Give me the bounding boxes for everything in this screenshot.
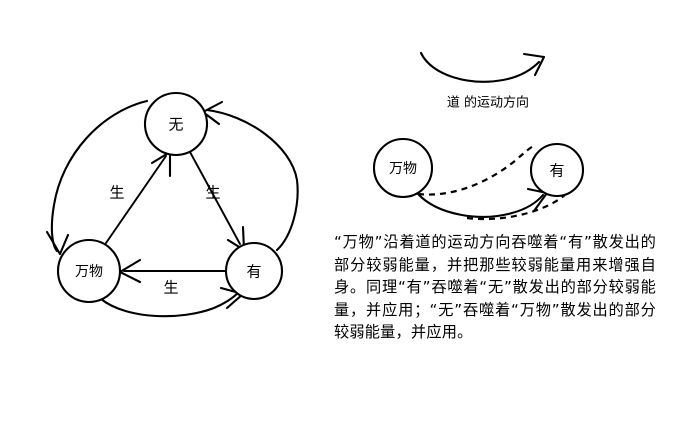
outer-arc-wu-to-wanwu bbox=[50, 99, 149, 253]
dao-direction-arc bbox=[419, 51, 541, 83]
node-wanwu[interactable] bbox=[56, 238, 122, 304]
dashed-curve-upper bbox=[417, 144, 536, 196]
body-text: “万物”沿着道的运动方向吞噬着“有”散发出的部分较弱能量，并把那些较弱能量用来增… bbox=[334, 233, 656, 342]
edge-label-sheng-right: 生 bbox=[205, 184, 220, 202]
node-you-right-label: 有 bbox=[549, 162, 564, 180]
node-wanwu-right[interactable] bbox=[372, 137, 434, 199]
dashed-curve-lower bbox=[466, 179, 580, 221]
outer-arc-you-to-wu bbox=[205, 108, 299, 252]
node-wu-label: 无 bbox=[168, 116, 183, 134]
arrowhead-inner-you-wanwu bbox=[118, 258, 142, 284]
edge-label-sheng-left: 生 bbox=[109, 184, 124, 202]
cycle-diagram: 无 万物 有 生 生 生 bbox=[45, 91, 299, 318]
dao-direction-diagram: 道 的运动方向 万物 有 bbox=[372, 51, 585, 221]
edge-label-sheng-bottom: 生 bbox=[163, 279, 178, 297]
dao-direction-label: 道 的运动方向 bbox=[447, 95, 529, 111]
node-wu[interactable] bbox=[143, 91, 209, 157]
arrowhead-outer-wu-wanwu bbox=[45, 230, 70, 256]
arrowhead-dao-direction bbox=[522, 52, 546, 77]
node-wanwu-right-label: 万物 bbox=[389, 161, 417, 177]
node-you[interactable] bbox=[224, 241, 284, 301]
inner-edge-wu-to-you bbox=[189, 151, 241, 245]
node-wanwu-label: 万物 bbox=[75, 264, 103, 280]
inner-edge-wanwu-to-wu bbox=[105, 155, 167, 244]
solid-curve-wanwu-to-you bbox=[416, 192, 545, 218]
node-you-right[interactable] bbox=[529, 142, 585, 198]
outer-arc-wanwu-to-you bbox=[99, 290, 241, 318]
node-you-label: 有 bbox=[246, 263, 261, 281]
